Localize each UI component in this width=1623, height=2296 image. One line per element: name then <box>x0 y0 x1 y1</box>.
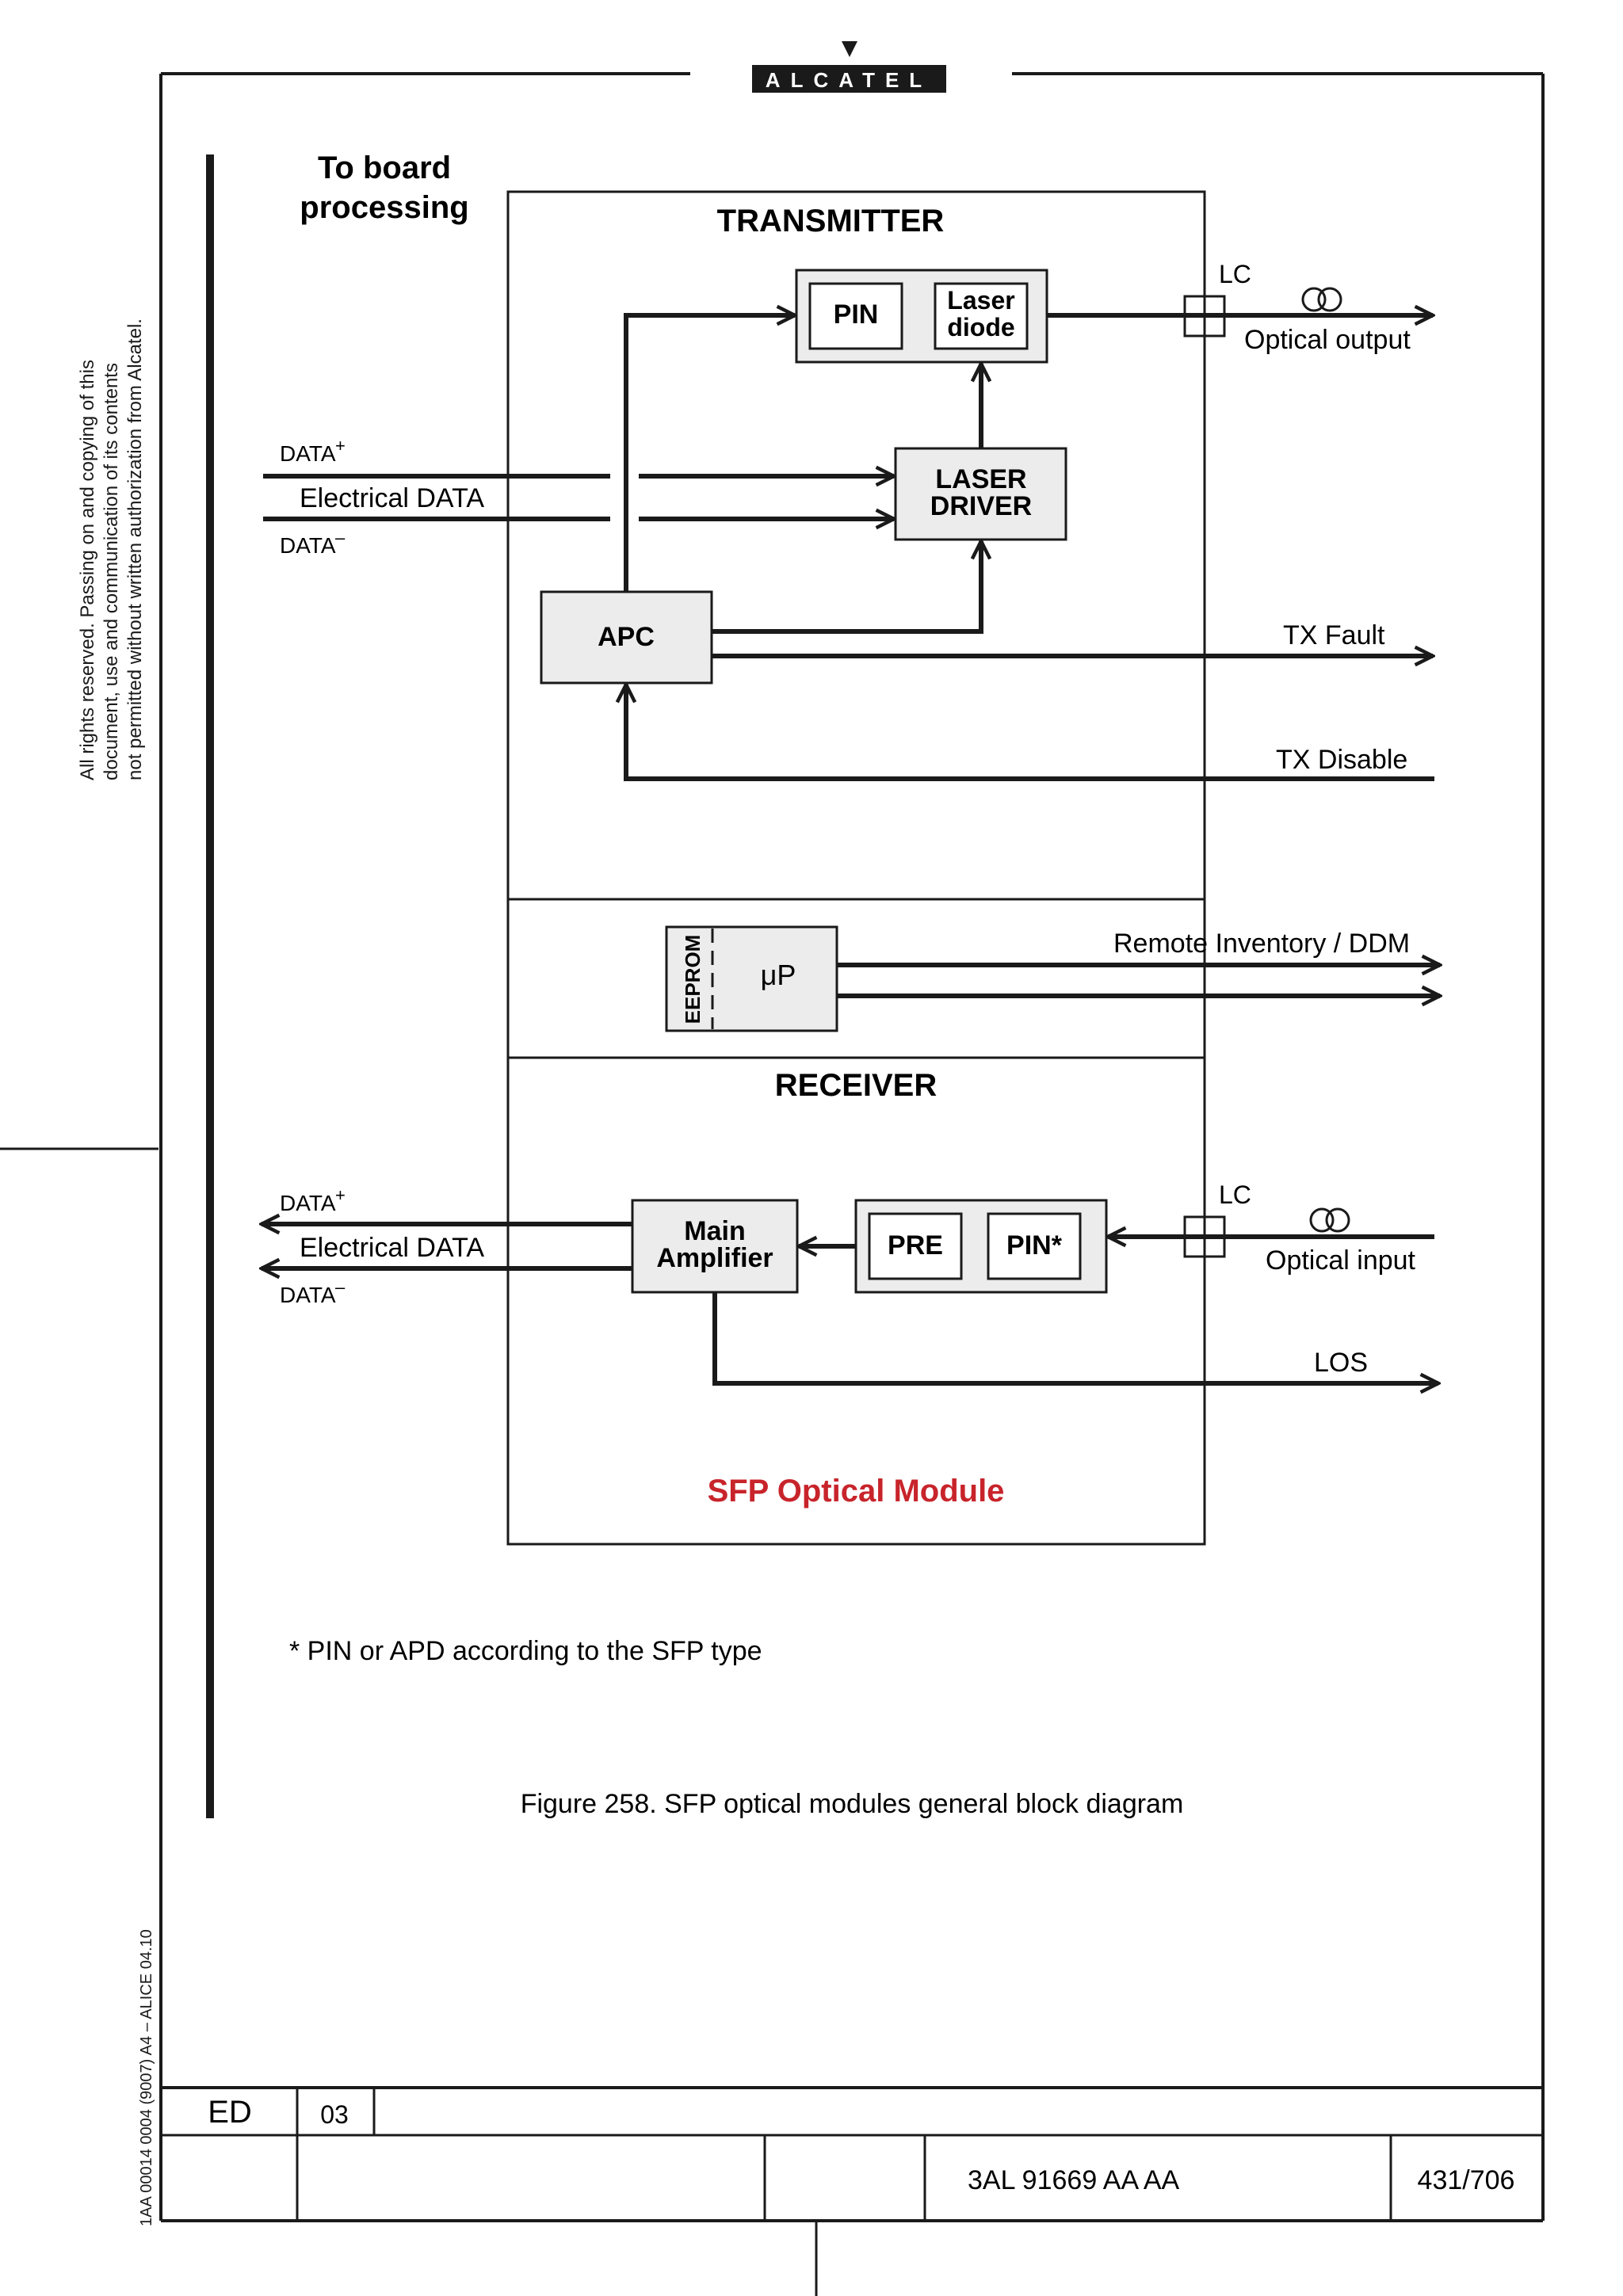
remote-inventory-arrows <box>837 965 1440 996</box>
document-code: 1AA 00014 0004 (9007) A4 – ALICE 04.10 <box>135 1929 158 2226</box>
laser-driver-box <box>894 447 1067 541</box>
to-board-label-1: To board <box>318 151 451 185</box>
ed-label: ED <box>208 2095 252 2130</box>
tx-data-plus-label: DATA <box>280 441 336 466</box>
ed-value: 03 <box>320 2100 349 2129</box>
alcatel-logo: ALCATEL <box>752 41 946 93</box>
footnote: * PIN or APD according to the SFP type <box>289 1636 762 1666</box>
sfp-module-outline <box>506 190 1206 1546</box>
pre-label: PRE <box>888 1230 943 1261</box>
apc-to-driver-arrow <box>712 541 981 634</box>
tx-data-minus-sign: – <box>335 528 346 547</box>
document-code-text: 1AA 00014 0004 (9007) A4 – ALICE 04.10 <box>138 1929 155 2226</box>
tx-fiber-coil-icon <box>1301 287 1342 312</box>
copyright-line-1: All rights reserved. Passing on and copy… <box>77 360 98 780</box>
tx-data-plus-sign: + <box>335 436 346 456</box>
change-bar <box>206 154 214 1818</box>
rx-pin-box <box>987 1212 1082 1280</box>
apc-to-pin-arrow <box>624 315 795 592</box>
rx-pin-label: PIN* <box>1006 1230 1063 1261</box>
los-arrow <box>712 1292 1438 1383</box>
microprocessor-label: μP <box>761 959 796 991</box>
optical-input-label: Optical input <box>1266 1245 1416 1276</box>
rx-lc-connector <box>1183 1215 1226 1258</box>
receiver-title: RECEIVER <box>775 1068 938 1103</box>
logo-text: ALCATEL <box>766 68 932 92</box>
tx-lc-label: LC <box>1219 260 1251 288</box>
main-amplifier-box <box>631 1199 799 1294</box>
sfp-module-label: SFP Optical Module <box>708 1474 1005 1508</box>
rx-electrical-data-label: Electrical DATA <box>300 1233 484 1263</box>
tx-pin-label: PIN <box>834 299 879 330</box>
tx-data-minus-label: DATA <box>280 533 336 558</box>
rx-fiber-coil-icon <box>1309 1207 1350 1233</box>
apc-label: APC <box>598 622 655 652</box>
copyright-line-2: document, use and communication of its c… <box>101 363 122 780</box>
tx-disable-label: TX Disable <box>1276 745 1407 775</box>
rx-lc-label: LC <box>1219 1180 1251 1209</box>
main-amplifier-label-1: Main <box>684 1216 745 1246</box>
laser-driver-label-2: DRIVER <box>930 491 1032 521</box>
tx-connections <box>263 315 1434 781</box>
figure-caption: Figure 258. SFP optical modules general … <box>521 1789 1184 1819</box>
transmitter-title: TRANSMITTER <box>717 204 945 238</box>
rx-data-minus-sign: – <box>335 1277 346 1297</box>
eeprom-label: EEPROM <box>681 935 705 1024</box>
tx-lc-connector <box>1183 295 1226 338</box>
pre-box <box>868 1212 963 1280</box>
page-frame <box>0 72 1545 2222</box>
copyright-notice: All rights reserved. Passing on and copy… <box>76 318 147 780</box>
rx-data-minus-label: DATA <box>280 1283 336 1307</box>
los-label: LOS <box>1314 1348 1368 1378</box>
laser-driver-label-1: LASER <box>935 464 1026 494</box>
rx-data-plus-label: DATA <box>280 1191 336 1215</box>
remote-inventory-label: Remote Inventory / DDM <box>1113 929 1410 959</box>
laser-diode-label-1: Laser <box>947 286 1014 315</box>
page-number: 431/706 <box>1418 2165 1515 2195</box>
tx-fault-label: TX Fault <box>1283 620 1385 650</box>
microprocessor-box <box>665 925 838 1032</box>
copyright-line-3: not permitted without written authorizat… <box>124 318 146 780</box>
optical-output-label: Optical output <box>1244 325 1411 355</box>
to-board-label-2: processing <box>300 190 468 225</box>
tx-pin-box <box>808 282 903 350</box>
apc-box <box>540 590 713 685</box>
rx-data-plus-sign: + <box>335 1185 346 1205</box>
document-number: 3AL 91669 AA AA <box>968 2165 1180 2195</box>
laser-diode-box <box>934 282 1029 350</box>
rx-connections <box>262 1224 1438 1383</box>
title-block <box>161 2086 1543 2296</box>
tx-electrical-data-label: Electrical DATA <box>300 483 484 513</box>
tx-disable-arrow <box>626 685 1434 781</box>
laser-diode-label-2: diode <box>947 313 1014 341</box>
main-amplifier-label-2: Amplifier <box>656 1243 773 1273</box>
